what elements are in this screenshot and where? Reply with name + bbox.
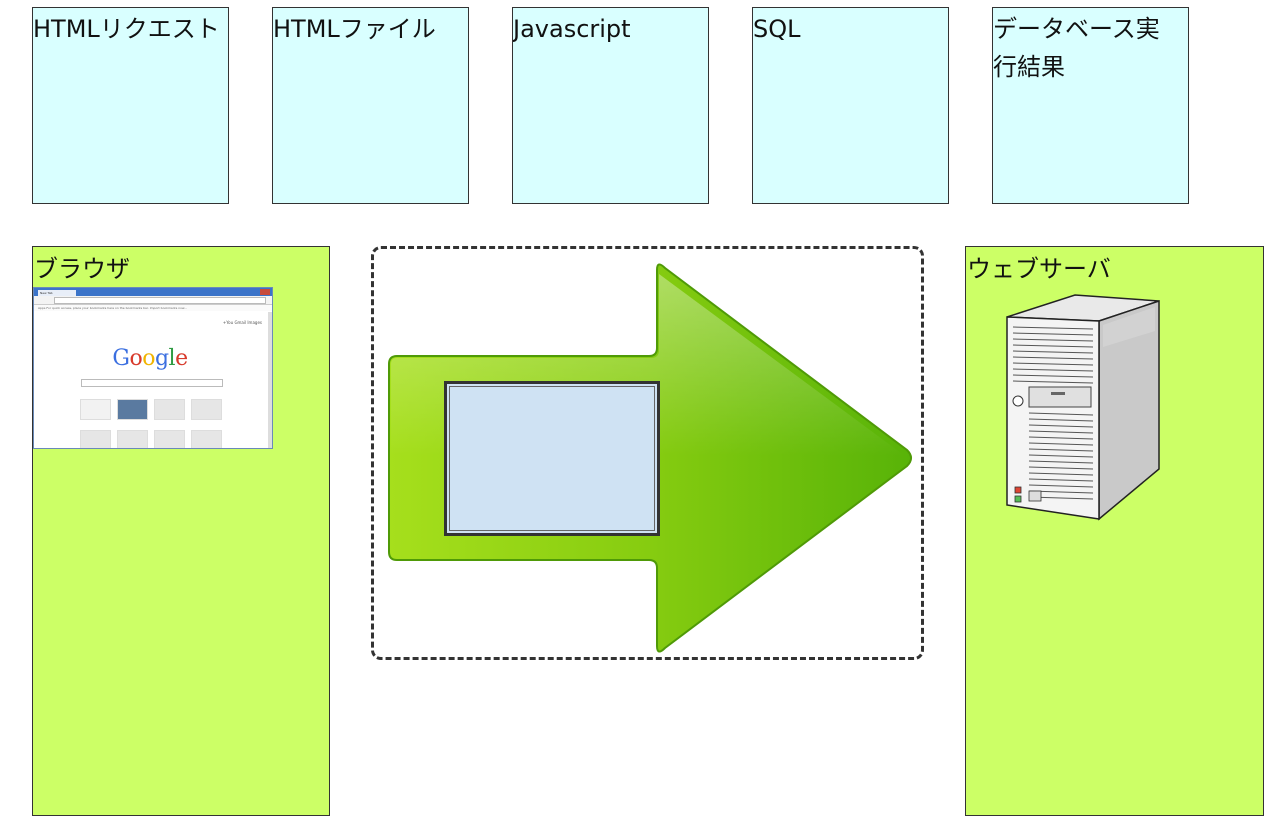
browser-thumbnail: [117, 399, 148, 420]
item-html-request[interactable]: HTMLリクエスト: [32, 7, 229, 204]
browser-thumbnail: [117, 430, 148, 448]
browser-close-icon: [260, 289, 270, 295]
browser-omnibox: [54, 297, 266, 304]
item-javascript[interactable]: Javascript: [512, 7, 709, 204]
browser-tab: New Tab: [38, 290, 76, 296]
browser-scrollbar: [268, 312, 272, 448]
browser-window-icon: New Tab Apps For quick access, place you…: [33, 287, 273, 449]
browser-thumbnail: [191, 399, 222, 420]
transfer-drop-zone[interactable]: [371, 246, 924, 660]
browser-thumbnail: [80, 399, 111, 420]
browser-thumbnails: [80, 399, 230, 448]
browser-panel-title: ブラウザ: [34, 255, 130, 283]
browser-thumbnail: [154, 430, 185, 448]
item-database-result[interactable]: データベース実行結果: [992, 7, 1189, 204]
item-sql[interactable]: SQL: [752, 7, 949, 204]
browser-tab-strip: New Tab: [34, 288, 272, 296]
browser-search-box: [81, 379, 223, 387]
item-html-file[interactable]: HTMLファイル: [272, 7, 469, 204]
payload-slot[interactable]: [444, 381, 660, 536]
browser-top-links: +You Gmail Images: [222, 320, 262, 325]
browser-thumbnail: [191, 430, 222, 448]
browser-bookmarks-bar: Apps For quick access, place your bookma…: [34, 305, 272, 311]
google-logo: Google: [112, 346, 188, 371]
browser-thumbnail: [80, 430, 111, 448]
tower-server-icon: [1006, 294, 1160, 521]
server-panel-title: ウェブサーバ: [967, 255, 1111, 283]
browser-toolbar: [34, 296, 272, 305]
browser-thumbnail: [154, 399, 185, 420]
